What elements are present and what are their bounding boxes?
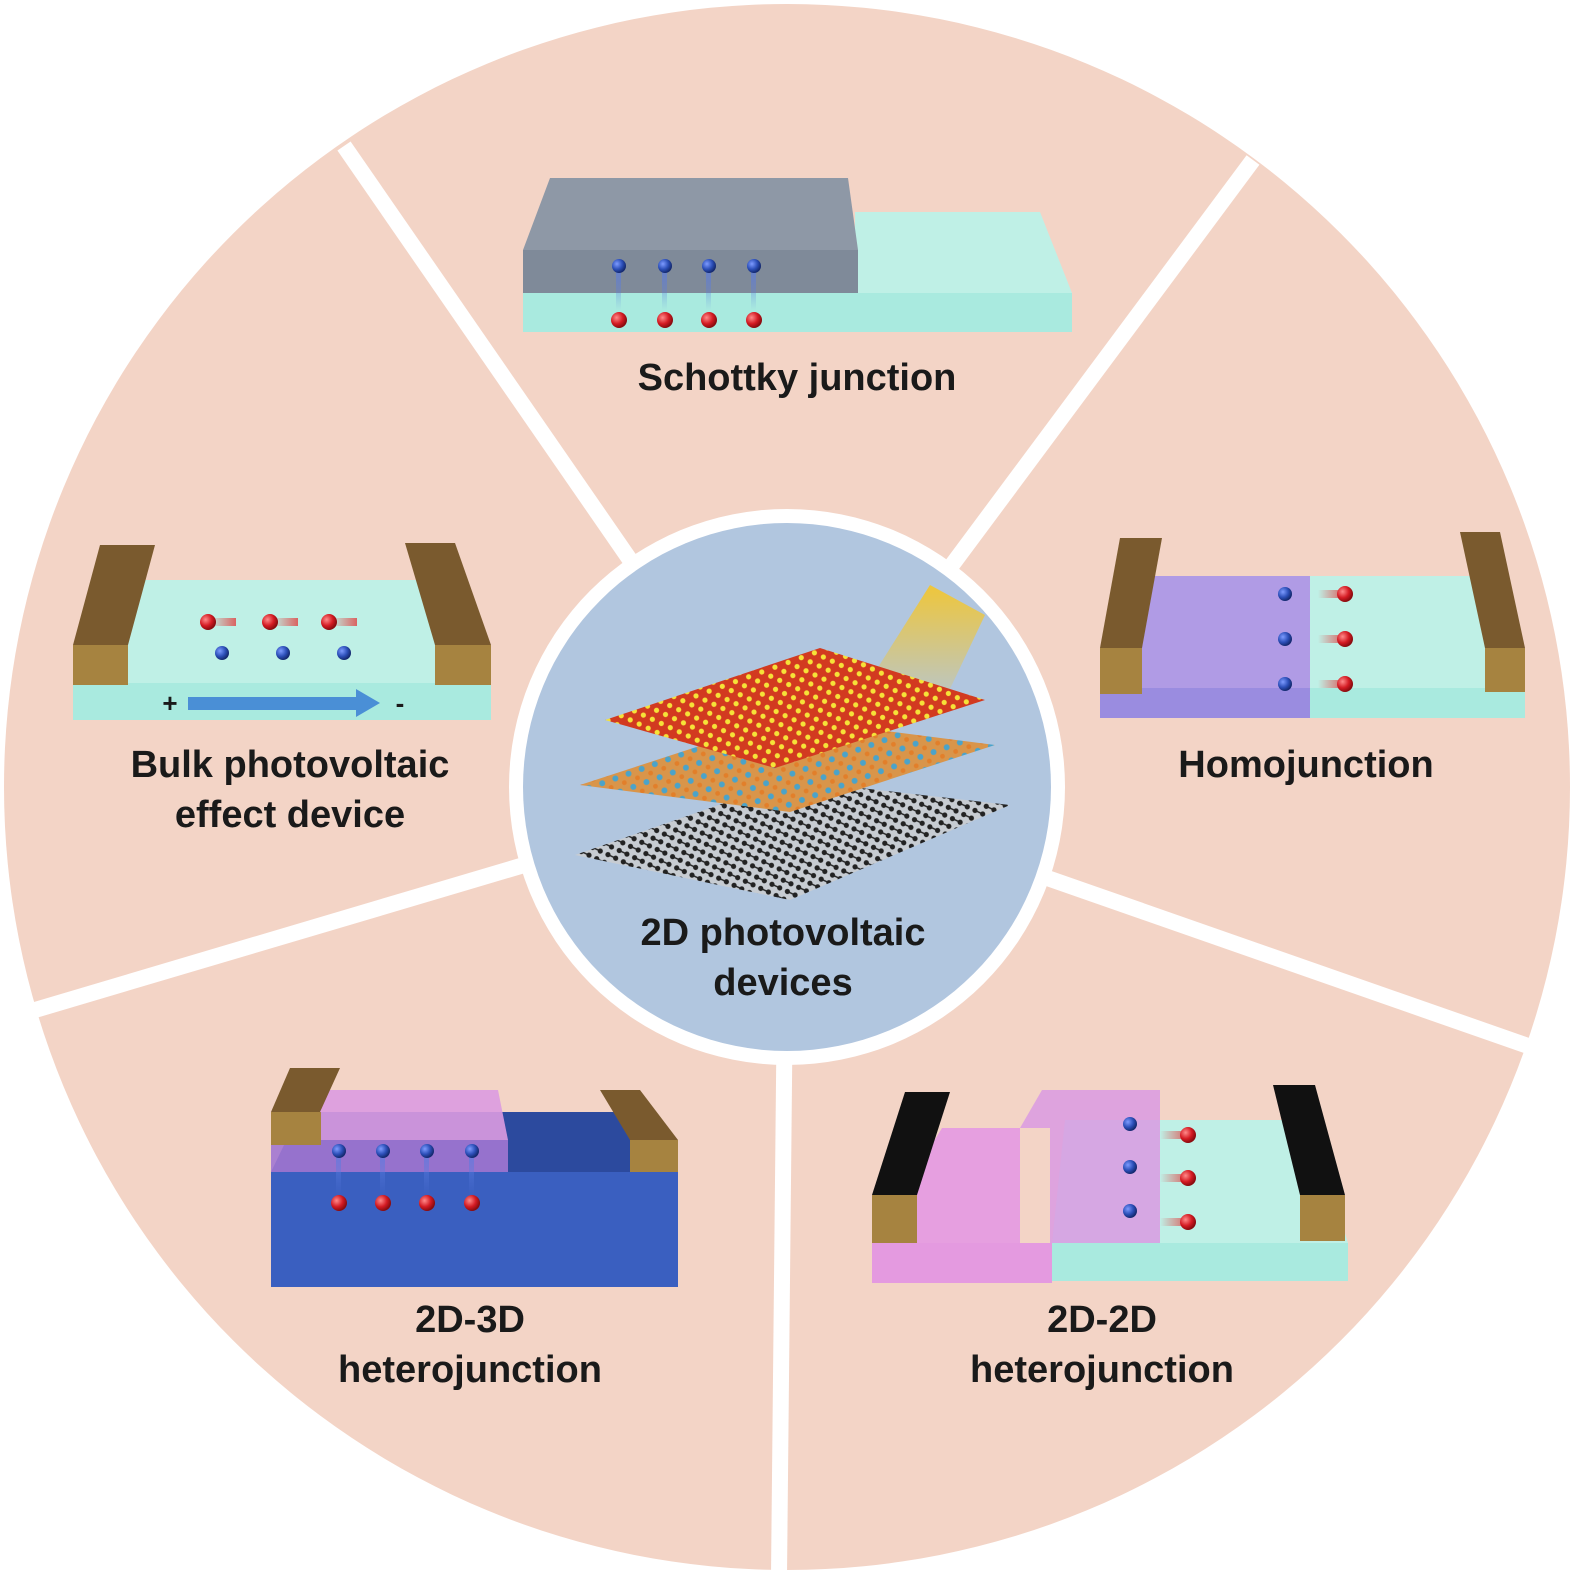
left-electrode-top (271, 1068, 340, 1112)
hole (321, 614, 337, 630)
electron (747, 259, 761, 273)
minus-sign: - (396, 688, 405, 718)
center-title-line2: devices (713, 962, 852, 1004)
bulk-photovoltaic-device: + - (73, 543, 491, 720)
hetero-2d3d-carriers (331, 1144, 480, 1211)
hole (1337, 631, 1353, 647)
hole (1337, 676, 1353, 692)
graphene-layer (575, 780, 1010, 900)
left-electrode-side (1100, 538, 1162, 648)
left-electrode-front (271, 1112, 321, 1145)
electron (465, 1144, 479, 1158)
right-electrode-front (435, 645, 491, 685)
homojunction-carriers (1278, 586, 1353, 692)
hole (419, 1195, 435, 1211)
electron (1123, 1204, 1137, 1218)
hetero-2d2d-device (872, 1085, 1348, 1283)
left-electrode-top (872, 1092, 950, 1195)
electron (1278, 677, 1292, 691)
schottky-junction-device (523, 178, 1072, 332)
p-region-top (1100, 576, 1310, 688)
right-electrode-side (1460, 532, 1525, 648)
bulk-label-line2: effect device (175, 794, 405, 836)
electron (702, 259, 716, 273)
hetero-2d2d-label-line1: 2D-2D (1047, 1299, 1157, 1341)
bulk-label-line1: Bulk photovoltaic (131, 744, 450, 786)
crystal-top (73, 580, 491, 683)
2d-flake-top (290, 1090, 508, 1140)
electron (1123, 1160, 1137, 1174)
cyan-layer-front (1052, 1243, 1348, 1281)
segment-separators (32, 141, 1531, 1575)
electron (332, 1144, 346, 1158)
left-electrode-front (872, 1195, 917, 1243)
left-electrode-front (1100, 648, 1142, 694)
hole (200, 614, 216, 630)
hole (1180, 1170, 1196, 1186)
current-direction-arrow (188, 689, 380, 717)
hole (701, 312, 717, 328)
hole (1337, 586, 1353, 602)
n-region-top (1310, 576, 1525, 688)
hole (331, 1195, 347, 1211)
electron (337, 646, 351, 660)
hole (1180, 1214, 1196, 1230)
hetero-2d3d-label-line1: 2D-3D (415, 1299, 525, 1341)
pink-layer-front (872, 1243, 1052, 1283)
n-region-front (1310, 688, 1525, 718)
hetero-2d3d-device (271, 1068, 678, 1287)
metal-front (523, 250, 858, 293)
bulk-carriers (200, 614, 357, 660)
right-electrode-front (1300, 1195, 1345, 1241)
hole (746, 312, 762, 328)
electron (276, 646, 290, 660)
hole (611, 312, 627, 328)
electron (215, 646, 229, 660)
electron (658, 259, 672, 273)
electron (376, 1144, 390, 1158)
electron (420, 1144, 434, 1158)
hole (1180, 1127, 1196, 1143)
hole (464, 1195, 480, 1211)
schottky-carriers (611, 259, 762, 328)
right-electrode-top (1273, 1085, 1345, 1195)
semiconductor-slab (523, 293, 1072, 332)
semiconductor-top (855, 212, 1072, 293)
hole (375, 1195, 391, 1211)
bulk-substrate-front (271, 1172, 678, 1287)
right-electrode-front (630, 1140, 678, 1172)
hetero-2d3d-label-line2: heterojunction (338, 1349, 602, 1391)
homojunction-label: Homojunction (1178, 744, 1433, 786)
hetero-2d2d-carriers (1123, 1117, 1196, 1230)
homojunction-device (1100, 532, 1525, 718)
electron (1123, 1117, 1137, 1131)
hetero-2d2d-label-line2: heterojunction (970, 1349, 1234, 1391)
right-electrode-top (600, 1090, 678, 1140)
center-title-line1: 2D photovoltaic (640, 912, 925, 954)
top-lattice-layer (605, 648, 985, 768)
right-electrode-front (1485, 648, 1525, 692)
electron (612, 259, 626, 273)
electron (1278, 632, 1292, 646)
left-electrode-front (73, 645, 128, 685)
right-electrode-top (405, 543, 491, 645)
plus-sign: + (162, 688, 177, 718)
metal-top (523, 178, 858, 250)
stacked-2d-layers (575, 585, 1010, 900)
hole (657, 312, 673, 328)
electron (1278, 587, 1292, 601)
middle-lattice-layer (580, 718, 995, 812)
hole (262, 614, 278, 630)
left-electrode-top (73, 545, 155, 645)
schottky-label: Schottky junction (638, 357, 957, 399)
